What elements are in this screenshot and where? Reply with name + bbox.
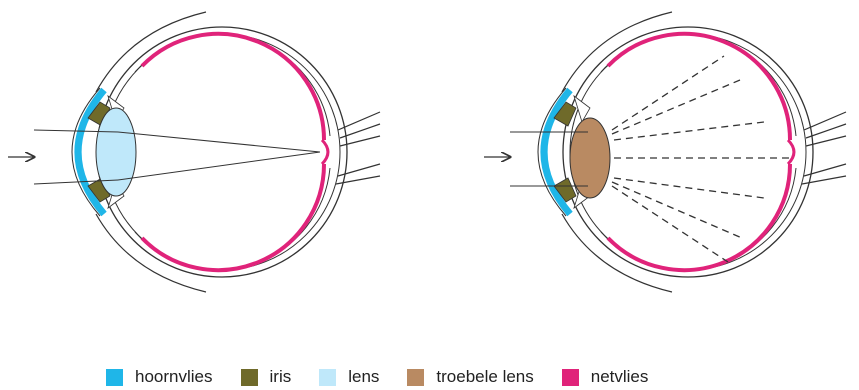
legend-label: lens — [348, 367, 379, 387]
legend-item-netvlies: netvlies — [562, 367, 649, 387]
lens — [96, 108, 136, 196]
legend-item-troebele-lens: troebele lens — [407, 367, 533, 387]
hoornvlies-swatch — [106, 369, 123, 386]
troebele-lens-swatch — [407, 369, 424, 386]
cataract-eye — [484, 12, 846, 292]
legend: hoornvlies iris lens troebele lens netvl… — [106, 366, 676, 388]
normal-eye — [8, 12, 380, 292]
legend-item-iris: iris — [241, 367, 292, 387]
legend-label: netvlies — [591, 367, 649, 387]
legend-label: troebele lens — [436, 367, 533, 387]
legend-item-hoornvlies: hoornvlies — [106, 367, 213, 387]
legend-label: hoornvlies — [135, 367, 213, 387]
legend-item-lens: lens — [319, 367, 379, 387]
lens-swatch — [319, 369, 336, 386]
legend-label: iris — [270, 367, 292, 387]
netvlies-swatch — [562, 369, 579, 386]
iris-swatch — [241, 369, 258, 386]
